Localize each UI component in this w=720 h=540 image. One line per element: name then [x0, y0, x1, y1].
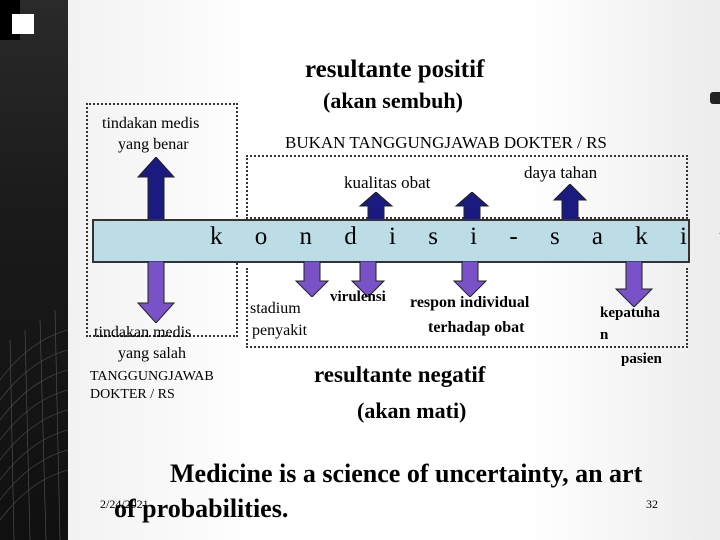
disease-condition-text: k o n d i s i - s a k i t	[210, 223, 720, 250]
slide-date: 2/24/2021	[100, 497, 149, 511]
positive-resultant-line2: (akan sembuh)	[323, 88, 463, 113]
individual-response-label-line1: respon individual	[410, 294, 530, 311]
down-arrow-virulence	[350, 261, 386, 297]
down-arrow-wrong-action	[136, 261, 176, 323]
virulence-label: virulensi	[330, 289, 386, 305]
patient-label: pasien	[621, 351, 662, 367]
background	[68, 0, 720, 540]
slide-number: 32	[646, 497, 658, 511]
wrong-action-label-line2: yang salah	[118, 345, 186, 362]
quote-line1: Medicine is a science of uncertainty, an…	[170, 459, 643, 488]
correct-action-label-line1: tindakan medis	[102, 115, 200, 132]
individual-response-label-line2: terhadap obat	[428, 319, 525, 336]
up-arrow-correct-action	[136, 157, 176, 221]
corner-tab-icon	[710, 92, 720, 104]
down-arrow-response	[452, 261, 488, 297]
endurance-label: daya tahan	[524, 163, 598, 182]
negative-resultant-line1: resultante negatif	[314, 362, 486, 387]
disease-stage-label-line1: stadium	[250, 300, 301, 317]
down-arrow-compliance	[614, 261, 654, 307]
decorative-sidebar	[0, 0, 68, 540]
up-arrow-drug-quality	[358, 192, 394, 221]
drug-quality-label: kualitas obat	[344, 173, 431, 192]
compliance-label-line1: kepatuha	[600, 305, 661, 321]
responsible-label-line1: TANGGUNGJAWAB	[90, 369, 214, 384]
wireframe-decoration-icon	[0, 0, 68, 540]
responsible-label-line2: DOKTER / RS	[90, 387, 175, 402]
not-responsible-label: BUKAN TANGGUNGJAWAB DOKTER / RS	[285, 133, 607, 152]
factors-box	[246, 268, 688, 348]
wrong-action-label-line1: tindakan medis	[94, 324, 192, 341]
condition-band	[92, 219, 690, 263]
up-arrow-endurance	[552, 184, 588, 221]
correct-action-label-line2: yang benar	[118, 136, 189, 153]
down-arrow-stadium	[294, 261, 330, 297]
disease-stage-label-line2: penyakit	[252, 322, 308, 339]
logo-mark	[12, 14, 34, 34]
negative-resultant-line2: (akan mati)	[357, 398, 467, 423]
up-arrow-center	[454, 192, 490, 221]
compliance-label-line2: n	[600, 327, 609, 343]
positive-resultant-line1: resultante positif	[305, 56, 485, 83]
quote-line2: of probabilities.	[114, 494, 289, 523]
